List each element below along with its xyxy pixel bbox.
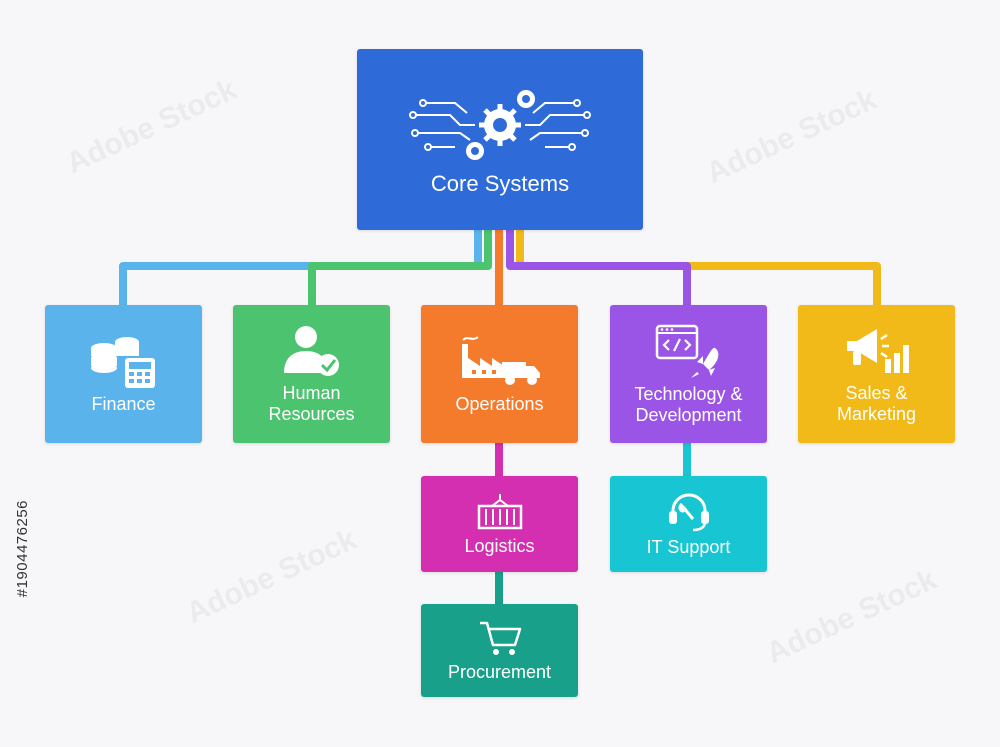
- stock-id-watermark: #1904476256: [14, 500, 31, 598]
- factory-truck-icon: [461, 335, 540, 385]
- sales-marketing-label: Sales & Marketing: [836, 383, 917, 424]
- technology-development-node[interactable]: Technology & Development: [610, 305, 767, 443]
- coins-calculator-icon: [90, 336, 155, 388]
- user-check-icon: [283, 326, 339, 376]
- core-systems-label: Core Systems: [430, 171, 570, 196]
- headset-wrench-icon: [668, 492, 709, 531]
- sales-marketing-node[interactable]: Sales & Marketing: [798, 305, 955, 443]
- logistics-label: Logistics: [464, 535, 535, 556]
- container-icon: [477, 493, 522, 529]
- core-systems-node[interactable]: Core Systems: [357, 49, 643, 230]
- finance-node[interactable]: Finance: [45, 305, 202, 443]
- it-support-node[interactable]: IT Support: [610, 476, 767, 572]
- technology-development-label: Technology & Development: [634, 384, 743, 425]
- code-rocket-icon: [655, 324, 718, 378]
- logistics-node[interactable]: Logistics: [421, 476, 578, 572]
- human-resources-node[interactable]: Human Resources: [233, 305, 390, 443]
- finance-label: Finance: [91, 393, 156, 414]
- connector-finance: [119, 228, 482, 306]
- operations-label: Operations: [455, 393, 544, 414]
- operations-node[interactable]: Operations: [421, 305, 578, 443]
- procurement-label: Procurement: [447, 662, 552, 682]
- megaphone-chart-icon: [846, 329, 909, 373]
- connector-hr: [308, 228, 492, 306]
- connector-tech: [506, 228, 691, 306]
- it-support-label: IT Support: [646, 536, 731, 557]
- gears-circuit-icon: [409, 90, 591, 160]
- connector-sales: [516, 228, 881, 306]
- human-resources-label: Human Resources: [268, 383, 355, 424]
- procurement-node[interactable]: Procurement: [421, 604, 578, 697]
- cart-icon: [479, 621, 521, 655]
